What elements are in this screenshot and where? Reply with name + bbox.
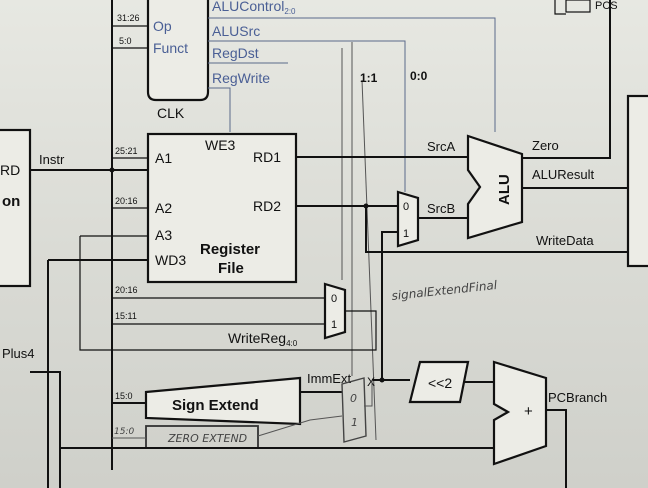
- writereg-label: WriteReg4:0: [228, 330, 298, 348]
- srca-label: SrcA: [427, 139, 456, 154]
- alusrc-mux-1: 1: [403, 228, 409, 240]
- junction-dot: [363, 203, 369, 209]
- rd-partial-label: RD: [0, 162, 20, 178]
- instr-memory-partial: [0, 128, 32, 288]
- alucontrol-line: [208, 17, 496, 132]
- regdst-mux-0: 0: [331, 293, 337, 305]
- zero-label: Zero: [532, 138, 559, 153]
- a2-bits-label: 20:16: [115, 196, 138, 206]
- regdst-mux-1: 1: [331, 319, 337, 331]
- zero-wire: [522, 0, 611, 159]
- aluresult-label: ALUResult: [532, 167, 595, 182]
- alucontrol-label: ALUControl2:0: [212, 0, 296, 16]
- data-memory-partial: [626, 94, 648, 268]
- a2-label: A2: [155, 200, 172, 216]
- rt-bits-label: 20:16: [115, 285, 138, 295]
- regdst-label: RegDst: [212, 45, 259, 61]
- instr-label: Instr: [39, 152, 65, 167]
- a3-label: A3: [155, 227, 172, 243]
- op-label: Op: [153, 18, 172, 34]
- extend-mux-0: 0: [350, 392, 357, 405]
- pcbranch-label: PCBranch: [548, 390, 607, 405]
- regdst-value: 0:0: [410, 69, 428, 83]
- signalextendfinal-note: signalExtendFinal: [391, 278, 499, 303]
- zero-extend-bits-label: 15:0: [114, 427, 134, 437]
- immext-to-mux: [381, 231, 398, 380]
- regwrite-label: RegWrite: [212, 70, 270, 86]
- alusrc-label: ALUSrc: [212, 23, 260, 39]
- pcbranch-adder: [492, 360, 548, 466]
- op-bits-label: 31:26: [117, 13, 140, 23]
- regdst-mux: [323, 282, 347, 340]
- srcb-label: SrcB: [427, 201, 455, 216]
- rd2-label: RD2: [253, 198, 281, 214]
- adder-plus: +: [524, 403, 533, 420]
- alusrc-mux-0: 0: [403, 201, 409, 213]
- pcs-wire: [554, 0, 566, 15]
- writereg-wire: [79, 236, 377, 351]
- we3-label: WE3: [205, 137, 236, 153]
- extend-mux-out: [364, 380, 373, 407]
- regfile-title-1: Register: [200, 241, 260, 258]
- funct-bits-label: 5:0: [119, 36, 132, 46]
- junction-dot: [109, 167, 115, 173]
- alu-label: ALU: [496, 174, 513, 205]
- alusrc-value: 1:1: [360, 71, 378, 85]
- a1-label: A1: [155, 150, 172, 166]
- on-partial-label: on: [2, 193, 20, 210]
- extend-mux-1: 1: [351, 416, 358, 429]
- shift-label: <<2: [428, 375, 452, 391]
- regfile-title-2: File: [218, 260, 244, 277]
- junction-dot: [379, 377, 385, 383]
- sign-extend-label: Sign Extend: [172, 397, 259, 414]
- shift-left-block: [408, 360, 470, 404]
- zero-extend-label: ZERO EXTEND: [167, 432, 247, 445]
- writedata-wire: [365, 206, 628, 253]
- immext-label: ImmExt: [307, 371, 351, 386]
- extend-select-mux: [341, 377, 367, 443]
- writedata-label: WriteData: [536, 233, 594, 248]
- wd3-label: WD3: [155, 252, 186, 268]
- control-unit-box: [146, 0, 210, 102]
- pcbranch-wire: [546, 409, 567, 488]
- rd1-label: RD1: [253, 149, 281, 165]
- a1-bits-label: 25:21: [115, 146, 138, 156]
- imm-bits-label: 15:0: [115, 391, 133, 401]
- alusrc-line: [208, 40, 406, 192]
- rd-bits-label: 15:11: [115, 311, 137, 321]
- funct-label: Funct: [153, 40, 188, 56]
- plus4-label: Plus4: [2, 346, 35, 361]
- regwrite-line: [208, 87, 231, 132]
- clk-label: CLK: [157, 105, 185, 121]
- pen-x-mark: X: [367, 375, 375, 389]
- sign-extend-block: [144, 376, 302, 426]
- pcsrc-gate: [565, 0, 591, 13]
- plus4-wire: [30, 371, 61, 488]
- alusrc-mux: [396, 190, 420, 248]
- pcs-partial-label: PCS: [595, 0, 618, 12]
- zero-extend-out-wire: [257, 415, 343, 437]
- alu-block: [466, 134, 524, 240]
